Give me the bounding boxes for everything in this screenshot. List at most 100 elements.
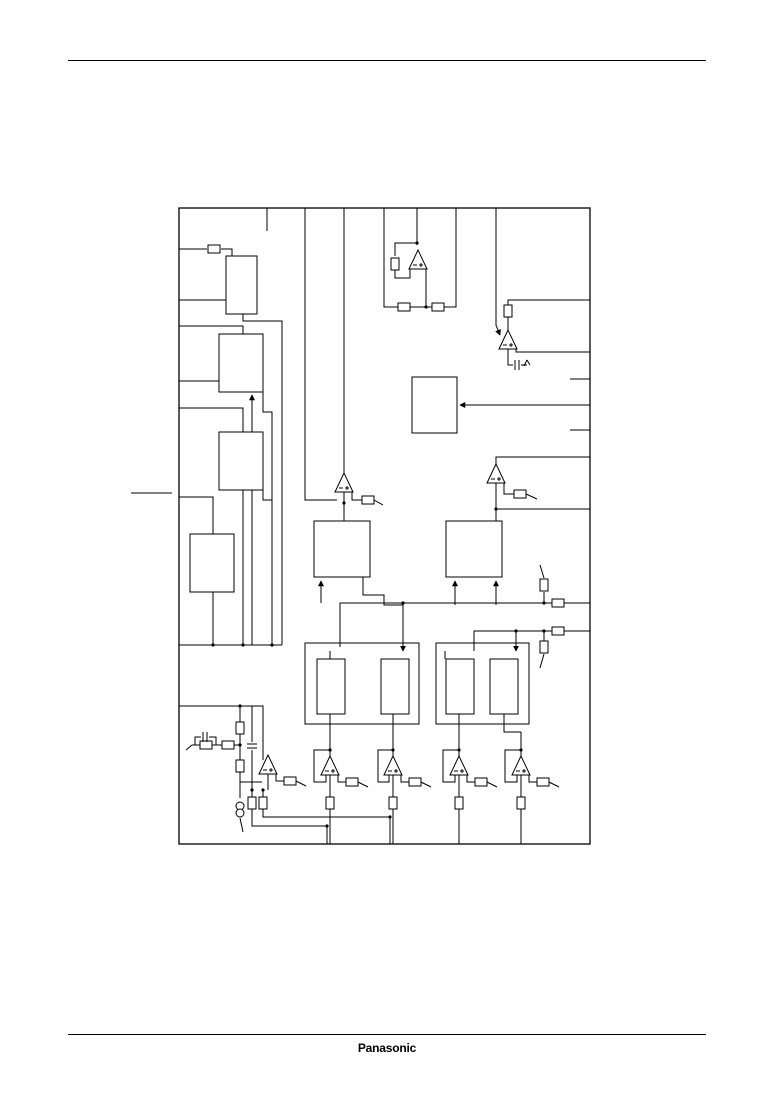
- chip-outline: [178, 207, 591, 845]
- wire: [179, 325, 244, 334]
- op-amp-pins: [325, 769, 335, 773]
- wire: [194, 736, 201, 745]
- resistor-symbol: [388, 796, 398, 810]
- wire: [507, 349, 513, 366]
- function-block: [489, 658, 519, 715]
- op-amp-pins: [491, 477, 501, 481]
- wire: [179, 496, 214, 534]
- junction-dot: [342, 501, 346, 505]
- op-amp-pins: [503, 343, 513, 347]
- wire: [495, 456, 590, 466]
- wire: [503, 483, 514, 495]
- op-amp-pins: [413, 263, 423, 267]
- resistor-symbol: [397, 302, 411, 312]
- wire: [466, 775, 475, 783]
- resistor-symbol: [258, 796, 268, 810]
- resistor-symbol: [361, 495, 375, 505]
- resistor-symbol: [283, 776, 297, 786]
- resistor-symbol: [207, 244, 221, 254]
- ground-symbol: [523, 359, 531, 367]
- wire: [262, 490, 272, 501]
- resistor-symbol: [199, 740, 213, 750]
- resistor-symbol: [539, 640, 549, 654]
- op-amp-triangle: [383, 754, 403, 776]
- capacitor-symbol: [247, 743, 257, 749]
- wire: [525, 493, 538, 500]
- junction-dot: [401, 601, 405, 605]
- wire: [373, 499, 384, 506]
- junction-dot: [250, 788, 254, 792]
- junction-dot: [261, 788, 265, 792]
- wire: [179, 705, 264, 760]
- resistor-symbol: [551, 598, 565, 608]
- wire: [239, 817, 244, 833]
- block-group: [304, 642, 420, 725]
- wire: [444, 208, 457, 308]
- junction-dot: [270, 643, 274, 647]
- junction-dot: [415, 241, 419, 245]
- function-block: [225, 255, 258, 315]
- wire: [442, 749, 459, 783]
- op-amp-symbol: [498, 328, 518, 350]
- wire: [295, 780, 307, 787]
- junction-dot: [542, 601, 546, 605]
- op-amp-triangle: [449, 754, 469, 776]
- resistor-symbol: [221, 740, 235, 750]
- op-amp-pins: [454, 769, 464, 773]
- op-amp-triangle: [258, 753, 278, 775]
- wire: [313, 749, 330, 783]
- junction-dot: [388, 815, 392, 819]
- wire: [377, 749, 393, 783]
- wire: [221, 248, 233, 256]
- junction-dot: [391, 748, 395, 752]
- junction-dot: [519, 748, 523, 752]
- op-amp-pins: [516, 769, 526, 773]
- op-amp-triangle: [408, 248, 428, 270]
- resistor-symbol: [235, 721, 245, 735]
- resistor-symbol: [235, 759, 245, 773]
- resistor-symbol: [539, 578, 549, 592]
- wire: [507, 299, 590, 305]
- wire: [362, 577, 406, 652]
- resistor-symbol: [345, 777, 359, 787]
- wire: [383, 208, 398, 308]
- resistor-symbol: [247, 796, 257, 810]
- junction-dot: [457, 748, 461, 752]
- wire: [528, 775, 537, 783]
- brand-logo: Panasonic: [357, 1041, 417, 1055]
- op-amp-pins: [339, 486, 349, 490]
- wire: [357, 781, 369, 788]
- function-block: [380, 658, 410, 715]
- op-amp-triangle: [498, 328, 518, 350]
- op-amp-symbol: [320, 754, 340, 776]
- junction-dot: [494, 507, 498, 511]
- op-amp-triangle: [486, 462, 506, 484]
- header-rule: [68, 60, 706, 61]
- function-block: [445, 658, 475, 715]
- op-amp-symbol: [449, 754, 469, 776]
- junction-dot: [211, 643, 215, 647]
- junction-dot: [424, 305, 428, 309]
- wire: [351, 492, 362, 501]
- op-amp-symbol: [408, 248, 428, 270]
- junction-dot: [238, 704, 242, 708]
- wire: [262, 392, 273, 645]
- junction-dot: [325, 824, 329, 828]
- resistor-symbol: [551, 626, 565, 636]
- op-amp-symbol: [258, 753, 278, 775]
- resistor-symbol: [454, 796, 464, 810]
- wire: [400, 775, 409, 783]
- resistor-symbol: [516, 796, 526, 810]
- function-block: [189, 533, 235, 593]
- junction-dot: [514, 629, 518, 633]
- capacitor-symbol: [202, 732, 208, 742]
- function-block: [218, 333, 264, 393]
- op-amp-symbol: [334, 471, 354, 493]
- wire: [486, 781, 498, 788]
- wire: [420, 781, 432, 788]
- wire: [503, 714, 521, 733]
- wire: [539, 653, 545, 669]
- capacitor-symbol: [514, 360, 520, 370]
- op-amp-triangle: [334, 471, 354, 493]
- wire: [473, 630, 590, 651]
